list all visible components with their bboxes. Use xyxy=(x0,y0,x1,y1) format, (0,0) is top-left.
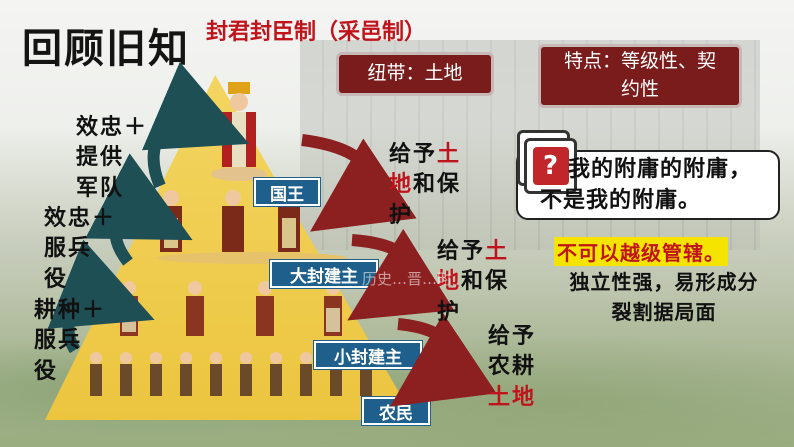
level-king: 国王 xyxy=(254,178,320,206)
feature-line-2: 约性 xyxy=(620,78,659,100)
warning-text: 不可以越级管辖。 xyxy=(554,237,728,266)
left-label-2: 效忠＋ 服兵 役 xyxy=(44,206,117,292)
loyalty-arrow-1 xyxy=(141,61,250,189)
consequence-text: 独立性强，易形成分 裂割据局面 xyxy=(569,270,759,324)
feature-line-1: 特点：等级性、契 xyxy=(563,50,716,73)
bond-box: 纽带：土地 xyxy=(336,52,494,96)
slide-subtitle: 封君封臣制（采邑制） xyxy=(206,20,427,45)
loyalty-arrow-2 xyxy=(85,153,193,266)
question-mark-icon: ? xyxy=(532,147,569,185)
feature-box: 特点：等级性、契 约性 xyxy=(538,44,742,108)
right-label-3: 给予 农耕 土地 xyxy=(488,324,537,410)
loyalty-arrow-3 xyxy=(47,239,155,354)
left-label-1: 效忠＋ 提供 军队 xyxy=(76,115,149,201)
question-card: ? xyxy=(524,138,577,194)
note-text: 我的附庸的附庸， 不是我的附庸。 xyxy=(540,157,753,214)
grant-arrow-2 xyxy=(347,228,455,321)
right-label-1: 给予土 地和保 护 xyxy=(389,142,462,228)
left-label-3: 耕种＋ 服兵 役 xyxy=(34,298,107,384)
watermark: 历史…晋…时 xyxy=(362,270,453,288)
right-label-2: 给予土 地和保 护 xyxy=(437,239,510,325)
grant-arrow-3 xyxy=(390,313,497,407)
grant-arrow-1 xyxy=(301,134,417,232)
